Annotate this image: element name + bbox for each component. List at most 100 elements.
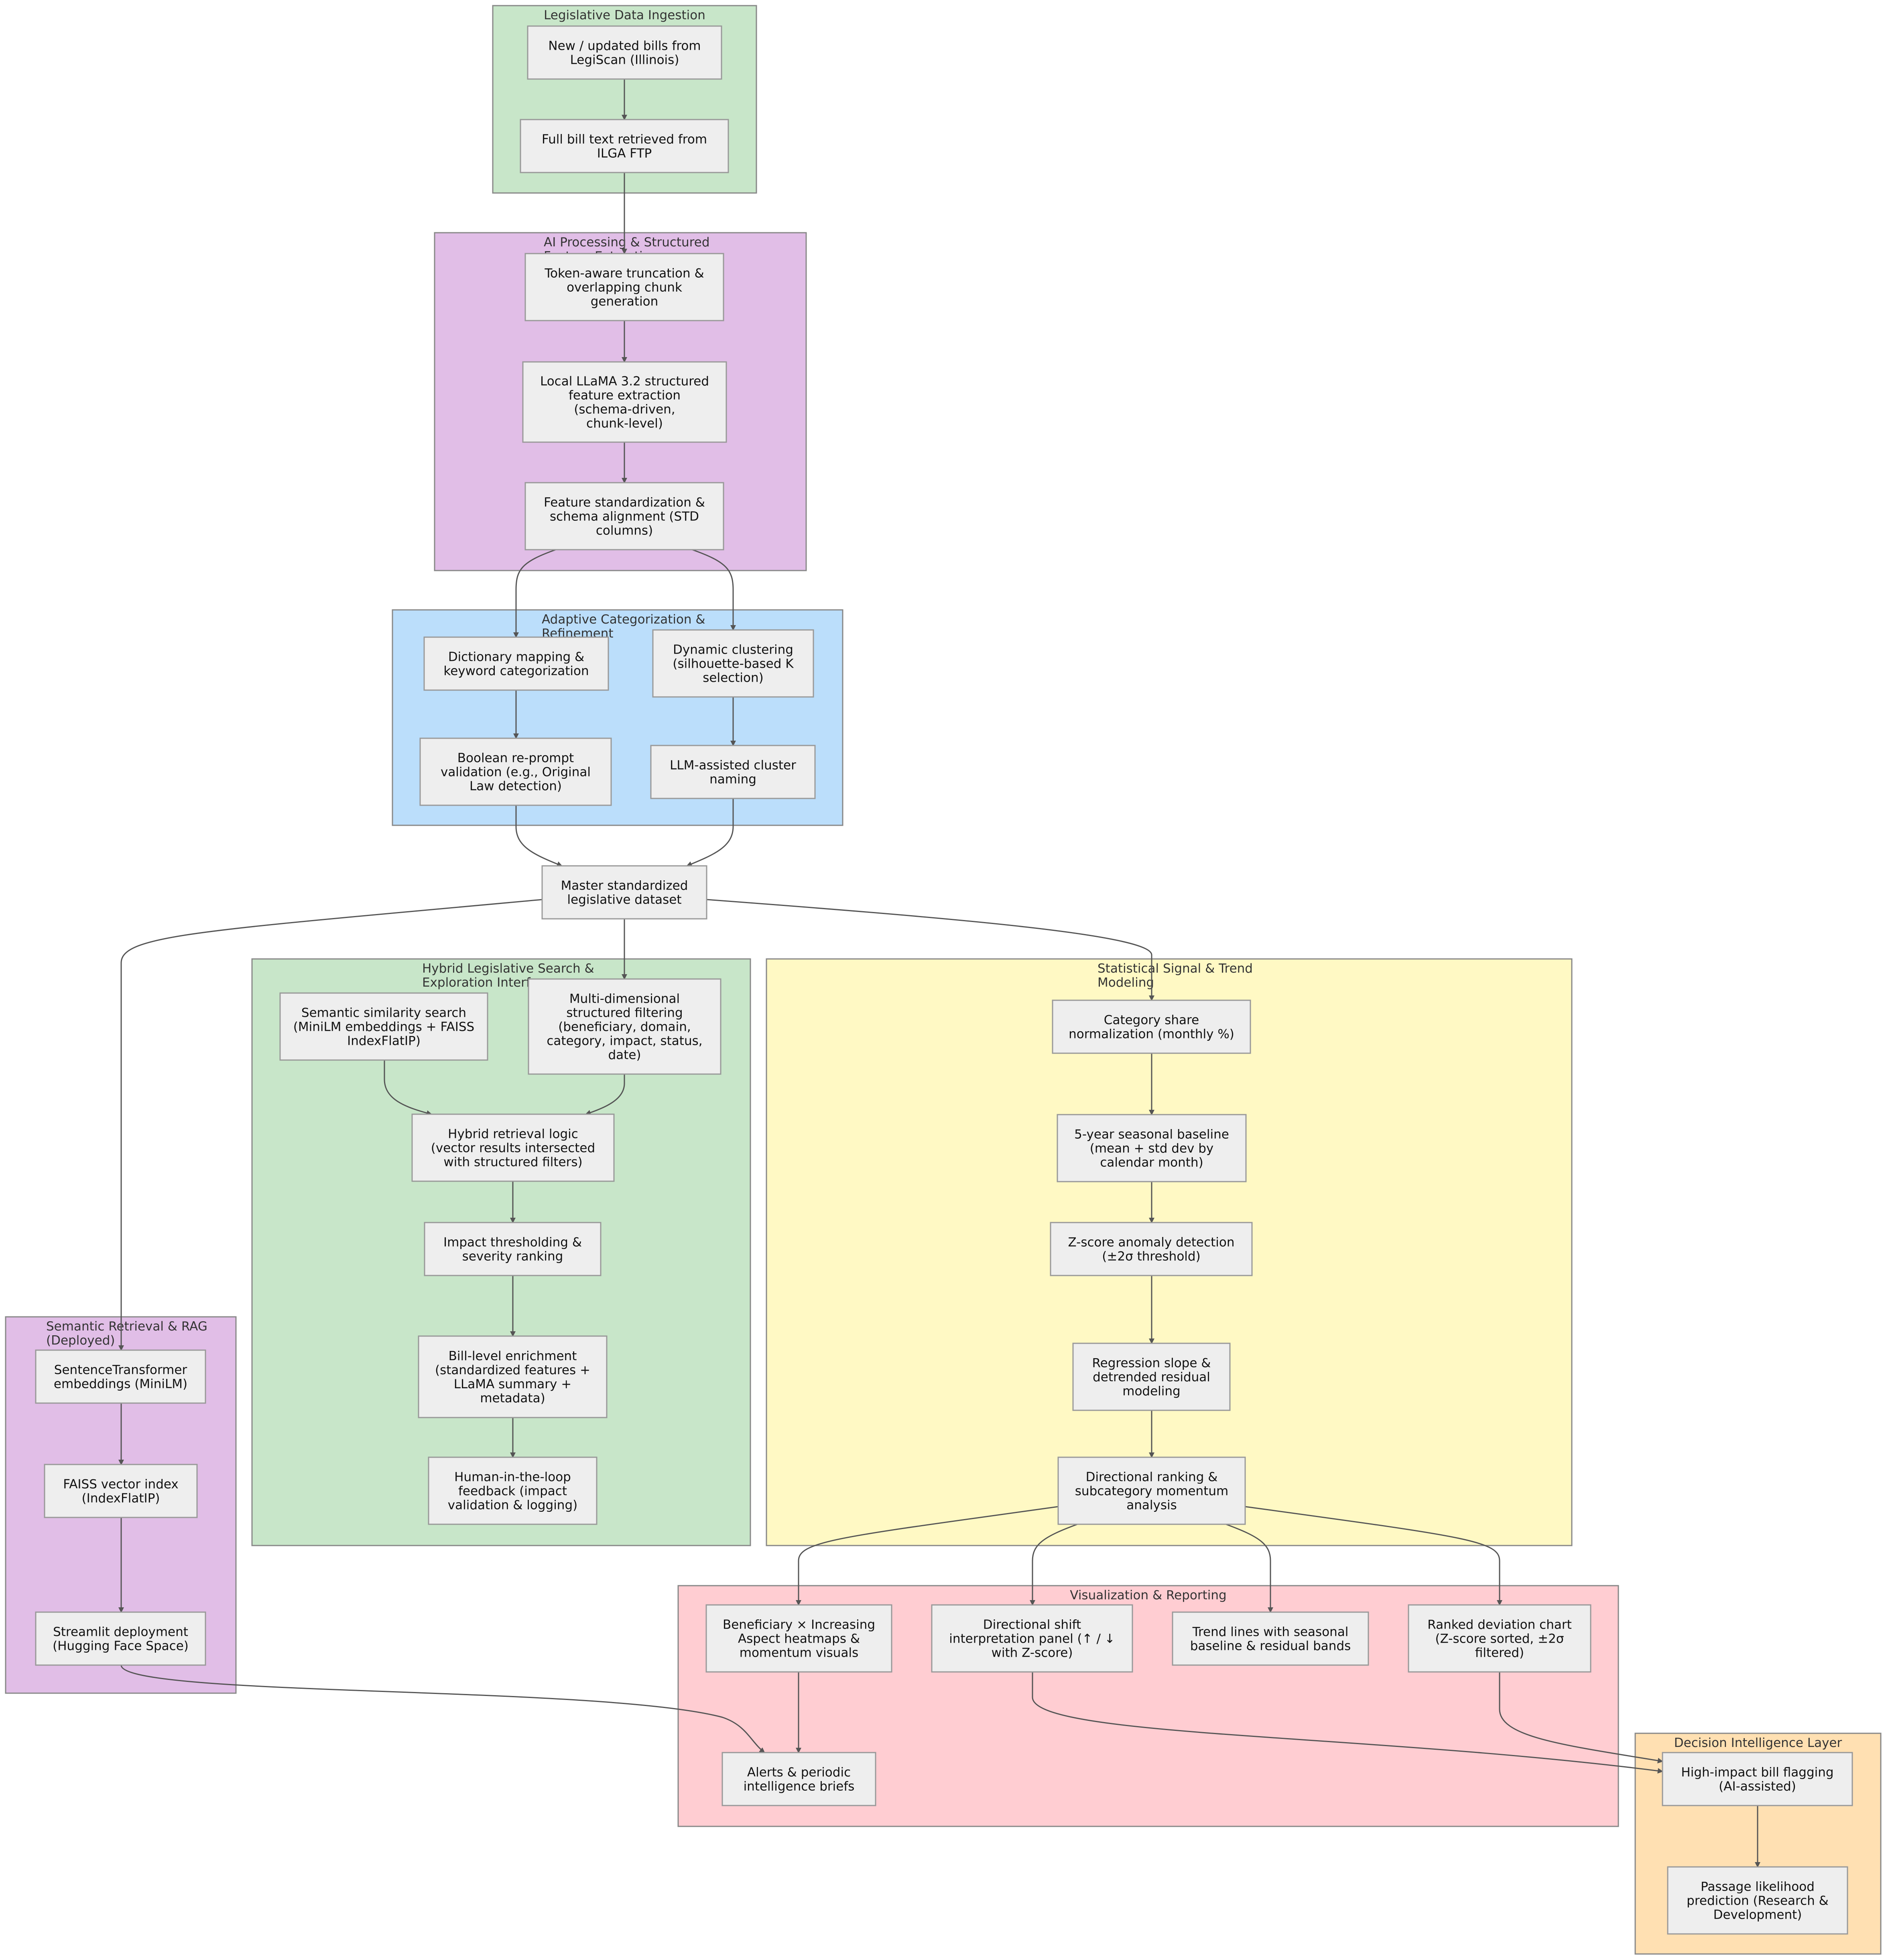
edge-directional-to-deviation_chart (1245, 1506, 1502, 1606)
node-faiss: FAISS vector index(IndexFlatIP) (44, 1464, 198, 1518)
node-label-line: High-impact bill flagging (1681, 1765, 1833, 1780)
node-box (411, 1113, 615, 1182)
node-label-line: LegiScan (Illinois) (570, 53, 679, 67)
node-box (522, 361, 727, 443)
node-label-line: LLM-assisted cluster (670, 758, 796, 773)
node-label-line: baseline & residual bands (1190, 1639, 1351, 1653)
node-label-line: momentum visuals (740, 1646, 858, 1660)
node-box (524, 482, 724, 550)
node-label-line: Multi-dimensional (569, 992, 680, 1006)
node-label-line: detrended residual (1093, 1370, 1210, 1385)
edge-cluster_naming-to-master (686, 798, 734, 867)
edge-semantic_search-to-hybrid (384, 1060, 432, 1116)
node-label-line: validation & logging) (448, 1498, 577, 1513)
edge-master-to-category_share (706, 899, 1154, 1001)
edge-standardization-to-clustering (692, 549, 736, 631)
node-label-line: category, impact, status, (547, 1034, 702, 1048)
node-box (423, 636, 609, 691)
node-label-line: Streamlit deployment (53, 1625, 188, 1639)
node-label-line: with Z-score) (992, 1646, 1073, 1660)
node-label-line: Hybrid retrieval logic (448, 1127, 578, 1141)
node-box (650, 745, 816, 799)
node-label-line: (AI-assisted) (1719, 1779, 1796, 1794)
node-label-line: Dictionary mapping & (448, 650, 584, 664)
node-box (541, 865, 707, 920)
node-label-line: feature extraction (569, 388, 681, 403)
node-label-line: (beneficiary, domain, (558, 1020, 691, 1034)
node-directional: Directional ranking &subcategory momentu… (1057, 1456, 1246, 1525)
node-label-line: intelligence briefs (744, 1779, 855, 1794)
node-baseline: 5-year seasonal baseline(mean + std dev … (1057, 1114, 1247, 1182)
node-label-line: calendar month) (1100, 1156, 1203, 1170)
node-label-line: Human-in-the-loop (454, 1470, 571, 1485)
node-label-line: Bill-level enrichment (449, 1349, 577, 1363)
edge-standardization-to-dictionary (513, 549, 556, 638)
node-box (1050, 1222, 1253, 1276)
node-label-line: schema alignment (STD (550, 510, 699, 524)
cluster-title-line: Modeling (1097, 975, 1154, 990)
node-label-line: generation (591, 295, 658, 309)
node-enrichment: Bill-level enrichment(standardized featu… (418, 1335, 608, 1418)
node-label-line: structured filtering (566, 1006, 683, 1020)
node-deviation-chart: Ranked deviation chart(Z-score sorted, ±… (1408, 1604, 1591, 1673)
node-label-line: Regression slope & (1092, 1356, 1211, 1371)
node-box (705, 1604, 892, 1673)
node-label-line: Local LLaMA 3.2 structured (540, 374, 709, 389)
node-box (931, 1604, 1133, 1673)
node-label-line: validation (e.g., Original (441, 765, 591, 780)
node-label-line: (±2σ threshold) (1102, 1249, 1200, 1264)
node-label-line: (silhouette-based K (673, 657, 794, 671)
node-box (721, 1752, 876, 1806)
node-label-line: Ranked deviation chart (1427, 1618, 1571, 1632)
node-label-line: keyword categorization (443, 664, 589, 678)
node-label-line: ILGA FTP (597, 146, 652, 161)
node-box (44, 1464, 198, 1518)
node-streamlit: Streamlit deployment(Hugging Face Space) (35, 1611, 206, 1666)
cluster-title-line: (Deployed) (46, 1333, 115, 1348)
node-label-line: subcategory momentum (1075, 1484, 1228, 1499)
node-label-line: selection) (703, 671, 763, 685)
node-label-line: (Hugging Face Space) (53, 1639, 189, 1653)
node-label-line: Token-aware truncation & (544, 266, 704, 281)
cluster-title-line: Decision Intelligence Layer (1674, 1736, 1842, 1750)
node-label-line: (Z-score sorted, ±2σ (1435, 1632, 1564, 1646)
edge-shift_panel-to-high_impact (1032, 1672, 1663, 1774)
node-label-line: normalization (monthly %) (1069, 1027, 1234, 1042)
node-box (418, 1335, 608, 1418)
node-box (35, 1349, 206, 1404)
edge-boolean-to-master (515, 805, 563, 867)
node-label-line: Law detection) (469, 779, 562, 794)
node-label-line: (mean + std dev by (1090, 1141, 1214, 1156)
cluster-title-line: Semantic Retrieval & RAG (46, 1319, 207, 1334)
node-label-line: (schema-driven, (574, 402, 675, 417)
cluster-title-line: Hybrid Legislative Search & (422, 961, 594, 976)
node-box (419, 737, 612, 806)
node-label-line: Feature standardization & (544, 496, 705, 510)
node-label-line: Passage likelihood (1701, 1880, 1815, 1894)
edge-multi_filter-to-hybrid (585, 1074, 625, 1115)
node-label-line: Directional shift (983, 1618, 1081, 1632)
node-label-line: filtered) (1475, 1646, 1524, 1660)
node-label-line: (IndexFlatIP) (82, 1491, 160, 1506)
node-box (528, 978, 721, 1075)
node-box (1052, 999, 1251, 1054)
node-label-line: overlapping chunk (567, 280, 682, 295)
node-label-line: analysis (1126, 1498, 1177, 1513)
node-standardization: Feature standardization &schema alignmen… (524, 482, 724, 550)
node-box (1662, 1752, 1853, 1806)
node-label-line: chunk-level) (586, 416, 663, 431)
node-label-line: Beneficiary × Increasing (723, 1618, 875, 1632)
node-label-line: Impact thresholding & (443, 1235, 582, 1250)
